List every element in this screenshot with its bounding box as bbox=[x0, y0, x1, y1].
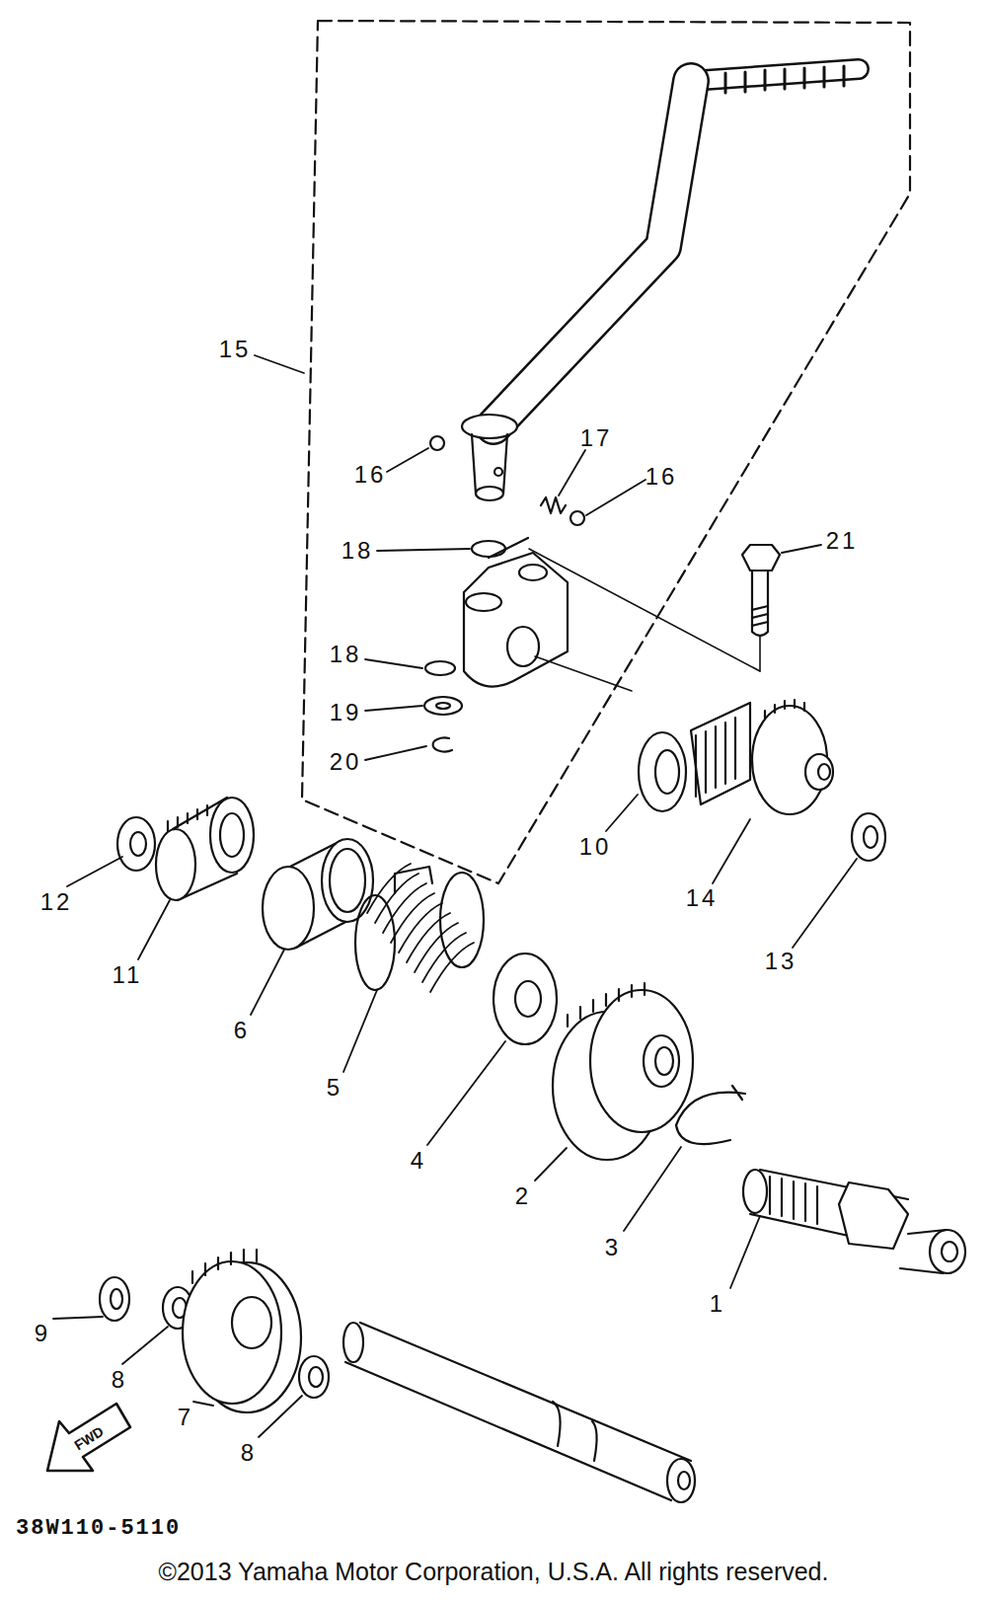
callout-number: 2 bbox=[515, 1184, 532, 1209]
callout-number: 4 bbox=[410, 1148, 427, 1173]
callout-number: 12 bbox=[40, 890, 74, 914]
callout-number: 10 bbox=[579, 835, 612, 859]
callout-number: 14 bbox=[685, 886, 719, 911]
callout-number: 3 bbox=[605, 1235, 621, 1260]
callout-number: 8 bbox=[240, 1441, 257, 1465]
callout-number: 19 bbox=[329, 700, 363, 725]
callout-number: 18 bbox=[329, 642, 363, 667]
callout-number: 16 bbox=[645, 464, 679, 489]
callout-number: 9 bbox=[34, 1321, 51, 1346]
callout-number: 11 bbox=[112, 963, 144, 987]
callout-number: 13 bbox=[764, 949, 798, 974]
callout-number: 17 bbox=[580, 426, 613, 451]
callout-number: 1 bbox=[709, 1291, 726, 1316]
callout-number: 20 bbox=[329, 750, 363, 774]
callout-number: 8 bbox=[111, 1367, 128, 1392]
diagram-code: 38W110-5110 bbox=[15, 1518, 181, 1540]
callout-number: 15 bbox=[219, 337, 252, 362]
callout-number: 18 bbox=[341, 538, 375, 563]
callout-number: 21 bbox=[826, 529, 859, 553]
callout-number: 7 bbox=[177, 1405, 194, 1430]
callout-number: 16 bbox=[354, 462, 387, 487]
callout-number: 5 bbox=[326, 1075, 343, 1100]
callout-number: 6 bbox=[233, 1018, 250, 1043]
copyright-note: ©2013 Yamaha Motor Corporation, U.S.A. A… bbox=[158, 1559, 830, 1585]
